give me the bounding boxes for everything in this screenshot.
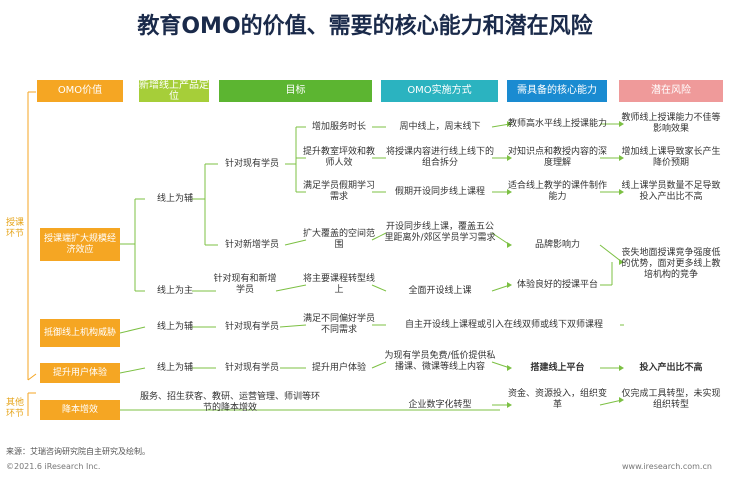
link-risk-6	[599, 399, 623, 406]
link-method-7	[371, 361, 387, 369]
method-4: 开设同步线上课，覆盖五公里距离外/郊区学员学习需求	[384, 222, 496, 243]
method-2: 将授课内容进行线上线下的组合拆分	[385, 147, 494, 168]
arrow-risk-3	[619, 189, 624, 195]
ability-3: 适合线上教学的课件制作能力	[507, 181, 607, 202]
link-goal-5	[275, 284, 307, 292]
goal-4: 扩大覆盖的空间范围	[303, 229, 376, 250]
side-label-other: 其他环节	[5, 398, 24, 419]
risk-3: 线上课学员数量不足导致投入产出比不高	[621, 181, 721, 202]
goal-6: 满足不同偏好学员不同需求	[303, 314, 376, 335]
header-value: OMO价值	[37, 80, 123, 102]
header-new-online: 新增线上产品定位	[139, 80, 209, 102]
ability-1: 教师高水平线上授课能力	[507, 118, 607, 129]
position-aux-1: 线上为辅	[156, 193, 193, 204]
risk-1: 教师线上授课能力不佳等影响效果	[621, 113, 721, 134]
target-new-students: 针对新增学员	[224, 239, 279, 250]
target-existing-2: 针对现有学员	[224, 321, 279, 332]
position-aux-3: 线上为辅	[156, 362, 193, 373]
method-1: 周中线上，周末线下	[399, 121, 481, 132]
link-method-4	[371, 232, 387, 241]
target-existing-1: 针对现有学员	[224, 158, 279, 169]
target-existing-new: 针对现有和新增学员	[213, 274, 277, 295]
header-risk: 潜在风险	[619, 80, 723, 102]
method-8: 企业数字化转型	[408, 399, 472, 410]
arrow-ability-5	[507, 282, 512, 288]
goal-5: 将主要课程转型线上	[303, 274, 376, 295]
arrow-ability-6	[507, 365, 512, 371]
goal-2: 提升教室坪效和教师人效	[303, 147, 376, 168]
link-improve	[119, 367, 146, 374]
copyright: ©2021.6 iResearch Inc.	[6, 462, 101, 471]
link-goal-4	[284, 239, 307, 246]
position-services: 服务、招生获客、教研、运营管理、师训等环节的降本增效	[140, 392, 321, 413]
method-5: 全面开设线上课	[408, 285, 472, 296]
target-existing-3: 针对现有学员	[224, 362, 279, 373]
position-aux-2: 线上为辅	[156, 321, 193, 332]
method-3: 假期开设同步线上课程	[394, 186, 485, 197]
arrow-ability-4	[507, 242, 512, 248]
side-label-teaching: 授课环节	[5, 218, 24, 239]
position-main: 线上为主	[156, 285, 193, 296]
arrow-ability-3	[507, 189, 512, 195]
risk-5: 投入产出比不高	[639, 362, 703, 373]
bracket-teaching-bottom	[27, 373, 37, 381]
arrow-risk-4	[619, 259, 624, 265]
value-box-improve: 提升用户体验	[40, 363, 120, 383]
ability-4: 品牌影响力	[534, 239, 580, 250]
risk-4: 丧失地面授课竞争强度低的优势，面对更多线上教培机构的竞争	[621, 247, 721, 280]
link-goal-6	[279, 324, 307, 328]
link-risk-4	[599, 244, 623, 263]
ability-7: 资金、资源投入，组织变革	[507, 389, 607, 410]
arrow-risk-6	[619, 397, 624, 403]
header-goal: 目标	[219, 80, 372, 102]
goal-3: 满足学员假期学习需求	[303, 181, 376, 202]
method-6: 自主开设线上课程或引入在线双师或线下双师课程	[404, 319, 603, 330]
risk-2: 增加线上课导致家长产生降价预期	[621, 147, 721, 168]
goal-7: 提升用户体验	[311, 362, 366, 373]
header-method: OMO实施方式	[381, 80, 498, 102]
arrow-risk-5	[619, 365, 624, 371]
link-resist	[119, 326, 146, 334]
goal-1: 增加服务时长	[311, 121, 366, 132]
arrow-risk-1	[619, 121, 624, 127]
arrow-ability-7	[507, 402, 512, 408]
source-note: 来源：艾瑞咨询研究院自主研究及绘制。	[6, 447, 150, 456]
arrow-ability-2	[507, 155, 512, 161]
website: www.iresearch.com.cn	[622, 462, 712, 471]
header-ability: 需具备的核心能力	[507, 80, 607, 102]
method-7: 为现有学员免费/低价提供私播课、微课等线上内容	[384, 351, 496, 372]
value-box-expand: 授课端扩大规模经济效应	[40, 228, 120, 261]
page-title: 教育OMO的价值、需要的核心能力和潜在风险	[137, 14, 593, 39]
arrow-ability-1	[507, 121, 512, 127]
ability-6: 搭建线上平台	[530, 362, 585, 373]
value-box-resist: 抵御线上机构威胁	[40, 319, 120, 347]
link-method-5	[371, 284, 387, 292]
value-box-cost: 降本增效	[40, 400, 120, 420]
arrow-risk-2	[619, 155, 624, 161]
risk-6: 仅完成工具转型，未实现组织转型	[621, 389, 721, 410]
ability-2: 对知识点和教授内容的深度理解	[507, 147, 607, 168]
ability-5: 体验良好的授课平台	[516, 279, 598, 290]
